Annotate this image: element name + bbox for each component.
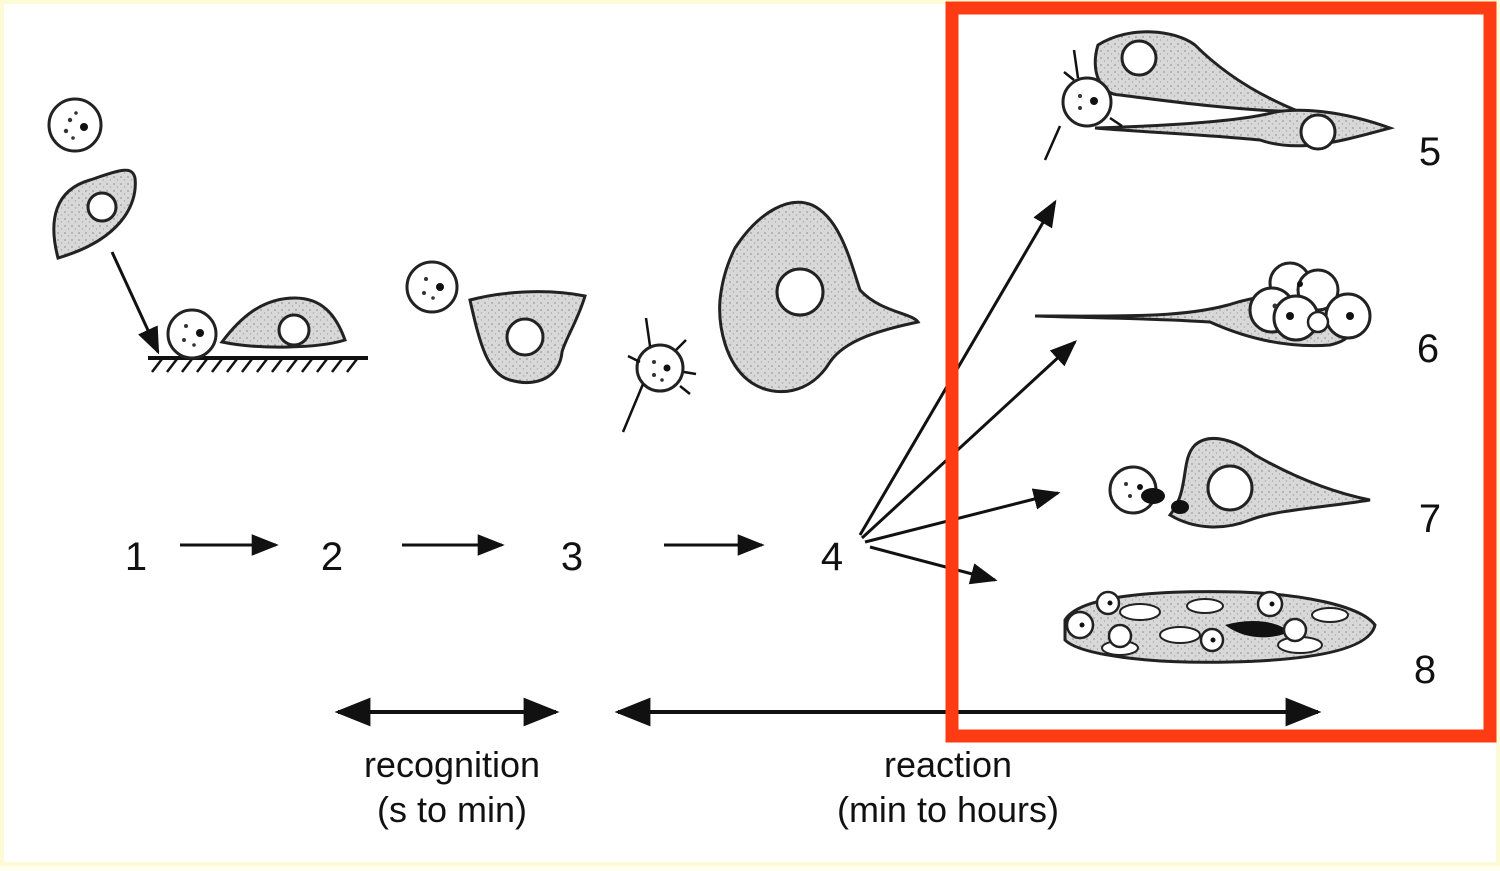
activated-particle-icon: [623, 318, 696, 432]
stage-6-label: 6: [1417, 327, 1439, 371]
particle-icon-stage3: [407, 262, 457, 312]
arrow-4-6: [862, 342, 1075, 538]
stage-5-label: 5: [1419, 130, 1441, 174]
substrate-surface: [148, 358, 368, 372]
spindle-cell-icon: [54, 170, 135, 258]
settling-arrow: [112, 252, 158, 352]
outcome-5-illustration: [1045, 32, 1390, 160]
recognition-time-label: (s to min): [377, 789, 527, 830]
stage-3-label: 3: [561, 535, 583, 579]
reaction-label: reaction: [884, 744, 1012, 785]
outcome-7-illustration: [1110, 438, 1370, 527]
stage-7-label: 7: [1419, 497, 1441, 541]
macrophage-cell-icon: [720, 202, 918, 391]
reaction-time-label: (min to hours): [837, 789, 1059, 830]
adherent-cell-icon: [222, 298, 345, 347]
arrow-4-7: [865, 493, 1058, 542]
arrow-4-8: [870, 547, 995, 580]
outcome-8-illustration: [1065, 592, 1375, 663]
stage-1-label: 1: [125, 535, 147, 579]
attached-particle-icon: [168, 310, 216, 358]
particle-icon: [49, 99, 101, 151]
stage-2-label: 2: [321, 535, 343, 579]
recognition-label: recognition: [364, 744, 540, 785]
stage-4-label: 4: [821, 535, 843, 579]
outcome-6-illustration: [1035, 263, 1370, 346]
stage-8-label: 8: [1414, 648, 1436, 692]
spreading-cell-icon: [470, 292, 585, 383]
